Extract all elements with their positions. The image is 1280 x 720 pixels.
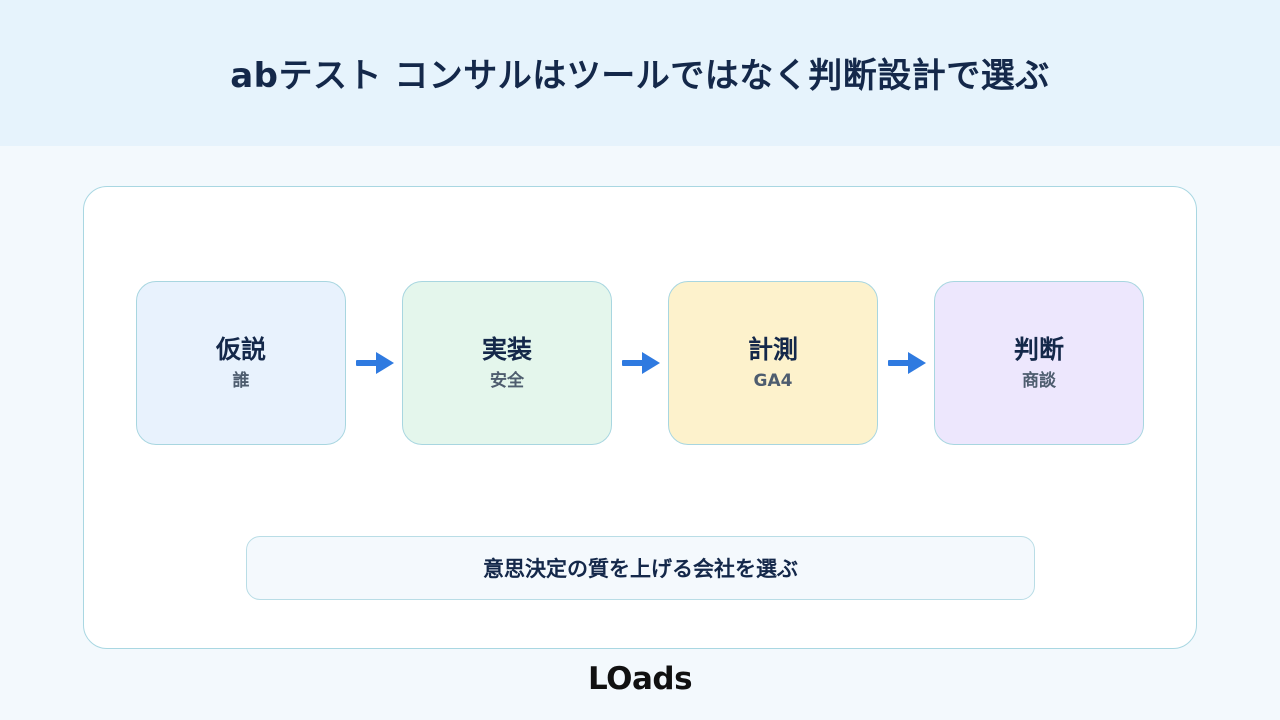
step-subtitle: 安全 bbox=[490, 370, 524, 391]
flow-panel: 仮説 誰 実装 安全 計測 GA4 判断 商談 意思決定の質を上げる会社を選ぶ bbox=[83, 186, 1197, 649]
header-banner: abテスト コンサルはツールではなく判断設計で選ぶ bbox=[0, 0, 1280, 146]
arrow-right-icon bbox=[356, 352, 394, 374]
step-box-decision: 判断 商談 bbox=[934, 281, 1144, 445]
step-subtitle: GA4 bbox=[753, 370, 793, 391]
conclusion-box: 意思決定の質を上げる会社を選ぶ bbox=[246, 536, 1035, 600]
step-box-hypothesis: 仮説 誰 bbox=[136, 281, 346, 445]
step-box-measurement: 計測 GA4 bbox=[668, 281, 878, 445]
step-subtitle: 誰 bbox=[232, 370, 250, 391]
step-box-implementation: 実装 安全 bbox=[402, 281, 612, 445]
step-title: 実装 bbox=[481, 334, 532, 364]
step-title: 判断 bbox=[1013, 334, 1064, 364]
page-title: abテスト コンサルはツールではなく判断設計で選ぶ bbox=[230, 55, 1050, 96]
brand-logo: LOads bbox=[587, 661, 693, 697]
step-title: 計測 bbox=[747, 334, 798, 364]
step-subtitle: 商談 bbox=[1022, 370, 1056, 391]
arrow-right-icon bbox=[622, 352, 660, 374]
step-title: 仮説 bbox=[215, 334, 266, 364]
arrow-right-icon bbox=[888, 352, 926, 374]
